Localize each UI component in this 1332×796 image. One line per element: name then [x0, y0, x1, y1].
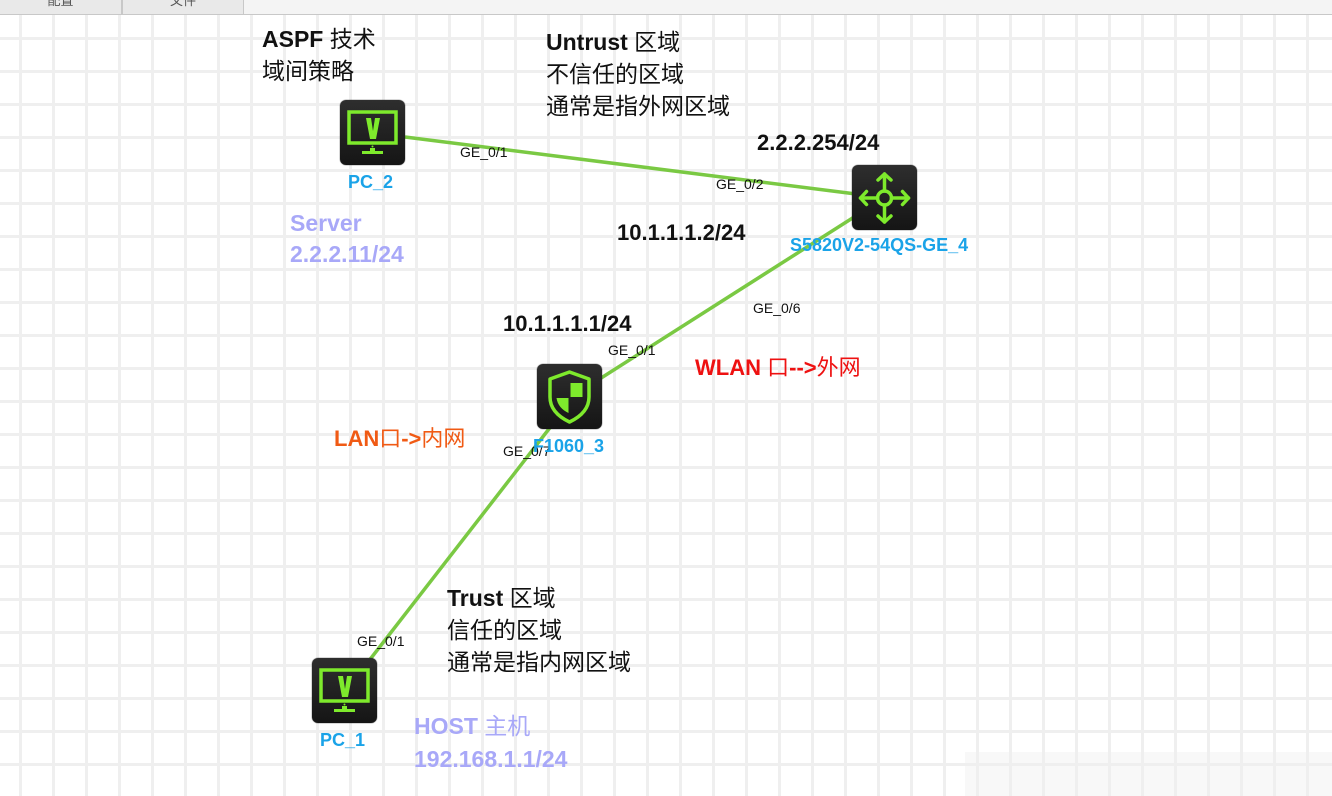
- ip-router-ge06: 10.1.1.1.2/24: [617, 220, 746, 245]
- link-router-firewall[interactable]: [597, 210, 863, 382]
- link-pc2-router[interactable]: [404, 135, 857, 196]
- host-title: HOST: [414, 713, 478, 739]
- host-ip: 192.168.1.1/24: [414, 746, 568, 772]
- device-label-pc2: PC_2: [348, 172, 394, 192]
- device-pc1[interactable]: [312, 658, 377, 723]
- switch-arrows-icon: [858, 172, 911, 224]
- link-firewall-pc1[interactable]: [366, 423, 554, 664]
- lan-note: LAN口->内网: [334, 423, 465, 456]
- device-router[interactable]: [852, 165, 917, 230]
- wan-dest-cn: 外网: [816, 356, 861, 381]
- aspf-subtitle: 域间策略: [262, 59, 354, 85]
- port-label-fw-ge01: GE_0/1: [608, 342, 656, 358]
- untrust-desc-1: 不信任的区域: [546, 62, 684, 88]
- wan-arrow: -->: [789, 355, 817, 380]
- port-label-pc2-ge01: GE_0/1: [460, 144, 508, 160]
- untrust-desc-2: 通常是指外网区域: [546, 94, 730, 120]
- wan-label: WLAN: [695, 355, 761, 380]
- untrust-note: Untrust 区域 不信任的区域 通常是指外网区域: [546, 26, 730, 123]
- tab-config-label: 配置: [47, 0, 74, 8]
- aspf-title: ASPF: [262, 26, 324, 52]
- ip-fw-ge01: 10.1.1.1.1/24: [503, 311, 632, 336]
- port-label-router-ge02: GE_0/2: [716, 176, 764, 192]
- watermark-area: [965, 752, 1332, 796]
- host-note: HOST 主机 192.168.1.1/24: [414, 710, 567, 775]
- untrust-title-cn: 区域: [634, 30, 681, 56]
- aspf-note: ASPF 技术 域间策略: [262, 23, 376, 88]
- device-label-router: S5820V2-54QS-GE_4: [790, 235, 969, 255]
- port-label-router-ge06: GE_0/6: [753, 300, 801, 316]
- trust-title: Trust: [447, 585, 504, 611]
- host-title-cn: 主机: [484, 714, 531, 740]
- wan-port-cn: 口: [767, 356, 790, 381]
- trust-desc-1: 信任的区域: [447, 618, 562, 644]
- aspf-title-cn: 技术: [329, 27, 376, 53]
- lan-port-cn: 口: [379, 427, 402, 452]
- monitor-icon: [319, 668, 370, 712]
- lan-dest-cn: 内网: [421, 427, 466, 452]
- server-title: Server: [290, 210, 362, 236]
- untrust-title: Untrust: [546, 29, 628, 55]
- wan-note: WLAN 口-->外网: [695, 352, 861, 385]
- lan-arrow: ->: [401, 426, 422, 451]
- port-label-pc1-ge01: GE_0/1: [357, 633, 405, 649]
- ip-router-ge02: 2.2.2.254/24: [757, 130, 880, 155]
- monitor-icon: [347, 110, 398, 154]
- trust-title-cn: 区域: [509, 586, 556, 612]
- trust-desc-2: 通常是指内网区域: [447, 650, 631, 676]
- topology-canvas[interactable]: [0, 15, 1332, 796]
- tab-config[interactable]: 配置: [0, 0, 122, 14]
- server-note: Server 2.2.2.11/24: [290, 208, 404, 270]
- device-label-pc1: PC_1: [320, 730, 366, 750]
- trust-note: Trust 区域 信任的区域 通常是指内网区域: [447, 582, 631, 679]
- port-label-fw-ge07: GE_0/7: [503, 443, 551, 459]
- device-firewall[interactable]: [537, 364, 602, 429]
- tab-file-label: 文件: [169, 0, 196, 8]
- tab-file[interactable]: 文件: [122, 0, 244, 14]
- device-label-firewall: F1060_3: [533, 436, 605, 456]
- lan-label: LAN: [334, 426, 380, 451]
- shield-firewall-icon: [548, 370, 591, 424]
- device-pc2[interactable]: [340, 100, 405, 165]
- server-ip: 2.2.2.11/24: [290, 241, 404, 267]
- tab-bar: 配置 文件: [0, 0, 1332, 15]
